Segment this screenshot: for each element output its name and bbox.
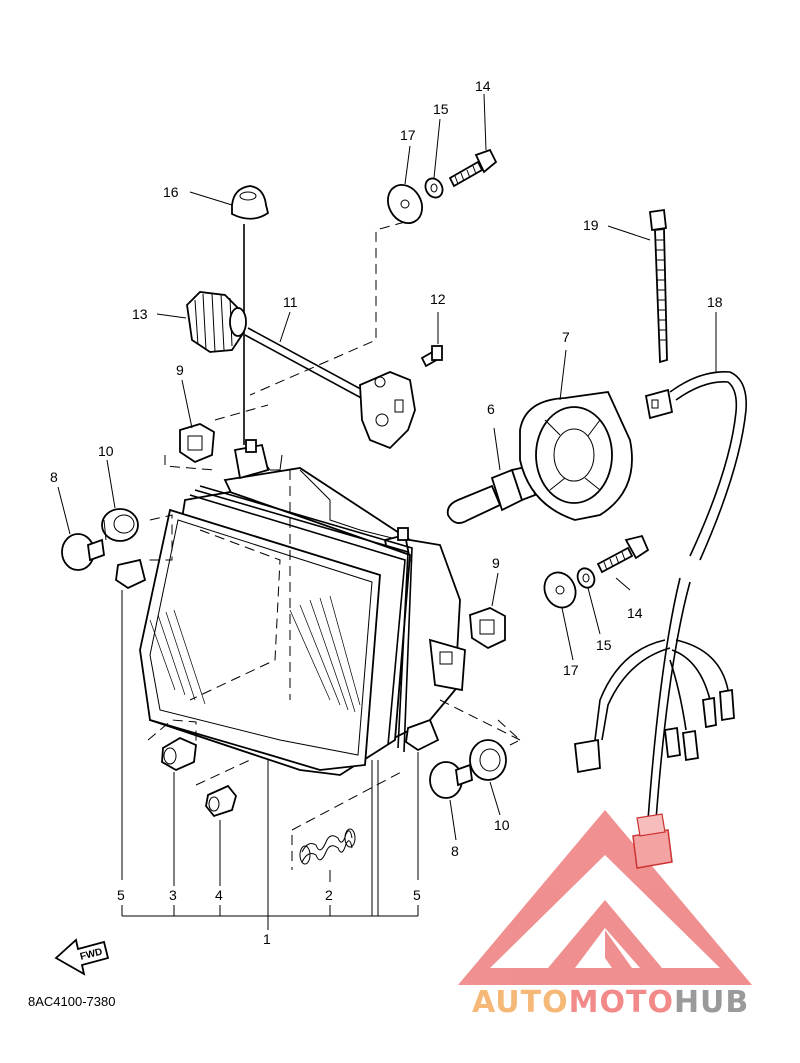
part-15-lock-washer-right [576,567,596,589]
callout-10-left: 10 [98,443,114,459]
headlight-unit [139,439,466,776]
part-17-washer-right [543,571,577,609]
callout-19: 19 [583,217,599,233]
callout-18: 18 [707,294,723,310]
callout-15-right: 15 [596,637,612,653]
callout-9-lower: 9 [492,555,500,571]
part-10-damper-left [101,508,139,542]
part-8-pin-left [61,533,105,571]
part-4-socket-small [205,784,237,886]
callout-16: 16 [163,184,179,200]
part-9-grommet-lower [469,607,506,650]
callout-14-right: 14 [627,605,643,621]
part-15-lock-washer-top [424,177,444,199]
callout-10-right: 10 [494,817,510,833]
callout-bracket [121,760,419,930]
part-19-cable-tie [649,208,668,364]
callout-14-top: 14 [475,78,491,94]
part-12-screw [420,312,443,368]
watermark-text: AUTOMOTOHUB [472,985,749,1020]
part-17-washer-top [387,184,423,224]
part-14-bolt-top [448,148,498,188]
watermark-hub: HUB [674,985,749,1020]
callout-5-right: 5 [413,887,421,903]
callout-4: 4 [215,887,223,903]
svg-text:AUTOMOTOHUB: AUTOMOTOHUB [472,985,749,1020]
part-7-bulb-cover [519,349,633,521]
part-13-adjuster-knob [186,291,247,353]
callout-5-left: 5 [117,887,125,903]
callout-1: 1 [263,931,271,947]
watermark-auto: AUTO [472,985,569,1020]
part-18-wire-harness [644,312,747,561]
watermark-moto: MOTO [569,985,674,1020]
callout-6: 6 [487,401,495,417]
diagram-code: 8AC4100-7380 [28,994,115,1009]
part-2-spring [299,828,356,865]
watermark-logo-triangle [458,810,752,985]
part-3-socket [161,736,197,886]
callout-11: 11 [283,294,298,310]
part-9-grommet-upper [179,423,215,464]
callout-7: 7 [562,329,570,345]
callout-3: 3 [169,887,177,903]
part-5-clip-right [405,718,440,880]
part-16-rubber-cap [231,185,270,445]
part-5-clip-left [115,558,147,880]
part-11-adjuster-rod [244,327,416,450]
callout-2: 2 [325,887,333,903]
callout-12: 12 [430,291,446,307]
fwd-label: FWD [79,947,104,963]
callout-8-left: 8 [50,469,58,485]
part-10-damper-right [469,739,507,781]
part-8-pin-right [429,761,473,799]
callout-8-right: 8 [451,843,459,859]
callout-9-upper: 9 [176,362,184,378]
callout-17-top: 17 [400,127,416,143]
callout-15-top: 15 [433,101,449,117]
callout-labels: 1 2 3 4 5 5 6 7 8 8 9 9 10 10 11 12 13 1… [50,78,723,947]
part-6-bulb [446,427,547,524]
lower-wire-harness [574,577,735,869]
callout-17-right: 17 [563,662,579,678]
part-14-bolt-right [596,534,650,574]
fwd-arrow: FWD [54,938,110,976]
leader-lines [57,93,651,841]
assembly-dash-lines [145,221,521,870]
callout-13: 13 [132,306,148,322]
